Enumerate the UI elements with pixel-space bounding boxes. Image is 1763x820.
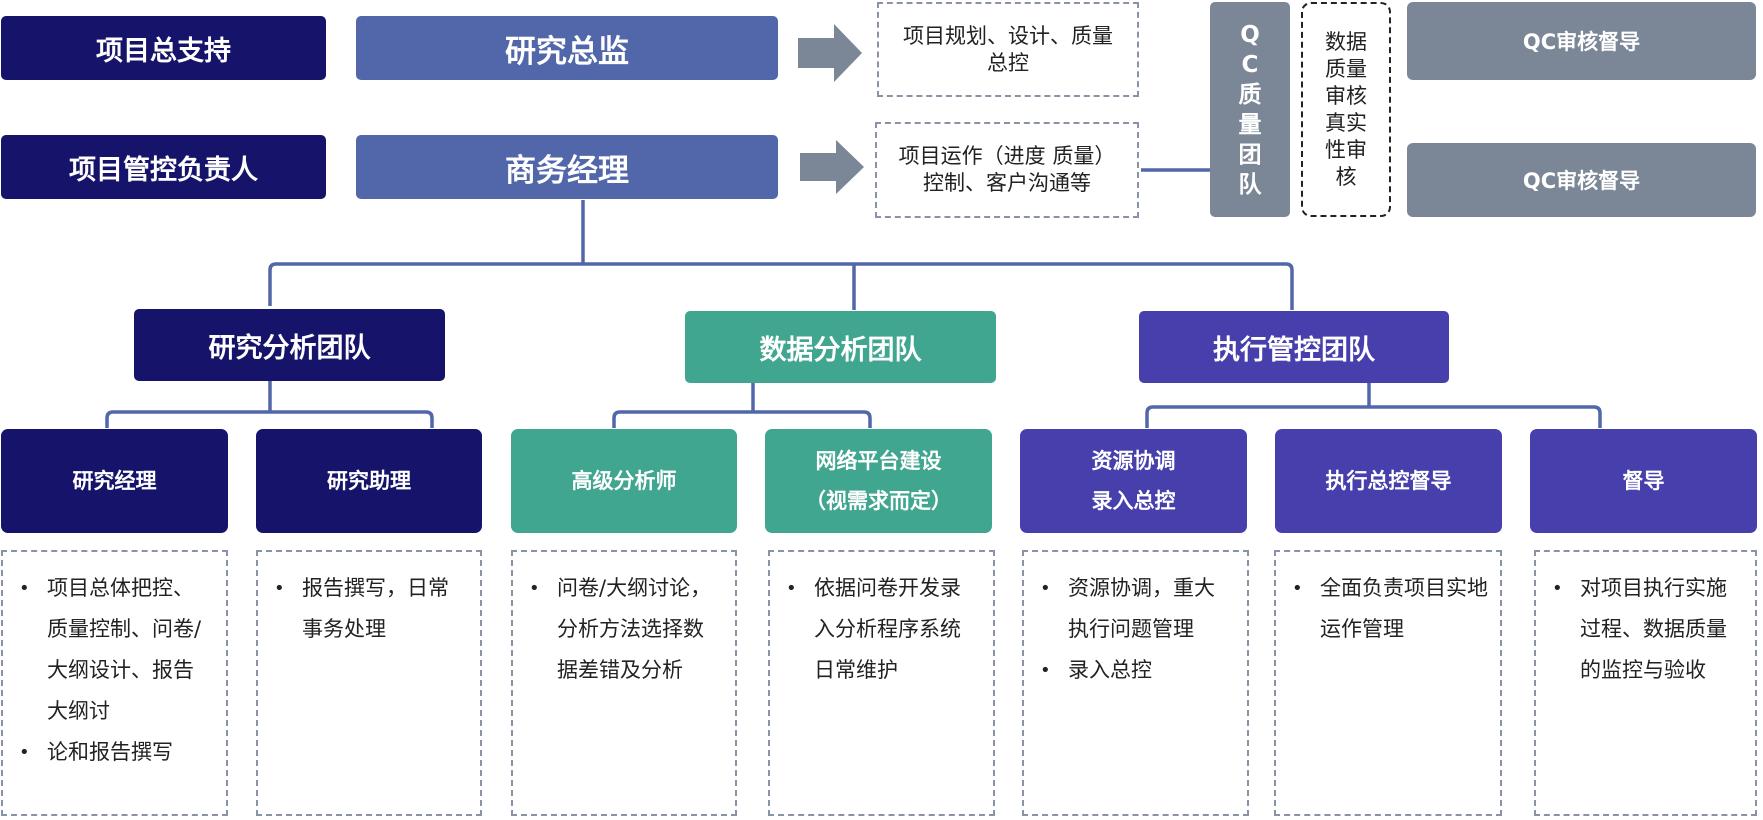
business-note: 项目运作（进度 质量） 控制、客户沟通等: [875, 122, 1139, 218]
qc-audit-line: 审核: [1325, 83, 1367, 108]
qc-audit-box: 数据 质量 审核 真实 性审 核: [1301, 2, 1391, 217]
qc-audit-line: 数据: [1325, 29, 1367, 54]
list-item: 对项目执行实施过程、数据质量的监控与验收: [1550, 568, 1743, 691]
list-item: 资源协调，重大执行问题管理: [1038, 568, 1235, 650]
qc-audit-line: 真实: [1325, 110, 1367, 135]
qc-supervisor-box-2: QC审核督导: [1407, 143, 1756, 217]
list-item: 报告撰写，日常事务处理: [272, 568, 468, 650]
role-supervisor: 督导: [1530, 429, 1757, 533]
project-support-box: 项目总支持: [1, 16, 326, 80]
qc-audit-line: 质量: [1325, 56, 1367, 81]
list-item: 论和报告撰写: [17, 732, 214, 773]
role-research-assistant: 研究助理: [256, 429, 482, 533]
qc-team-char: 质: [1238, 81, 1262, 108]
list-item: 全面负责项目实地运作管理: [1290, 568, 1488, 650]
desc-resource-coordinator: 资源协调，重大执行问题管理 录入总控: [1022, 550, 1249, 816]
team-research: 研究分析团队: [134, 309, 445, 381]
desc-platform-builder: 依据问卷开发录入分析程序系统日常维护: [768, 550, 995, 816]
qc-team-char: C: [1241, 51, 1259, 78]
role-resource-coordinator: 资源协调 录入总控: [1020, 429, 1247, 533]
research-director-box: 研究总监: [356, 16, 778, 80]
team-data: 数据分析团队: [685, 311, 996, 383]
qc-team-char: 队: [1238, 171, 1262, 198]
qc-audit-line: 核: [1335, 164, 1357, 189]
arrow-group: [798, 24, 864, 194]
desc-research-manager: 项目总体把控、质量控制、问卷/大纲设计、报告大纲讨 论和报告撰写: [1, 550, 228, 816]
list-item: 录入总控: [1038, 650, 1235, 691]
team-execution: 执行管控团队: [1139, 311, 1449, 383]
qc-team-char: 量: [1238, 111, 1262, 138]
role-research-manager: 研究经理: [1, 429, 228, 533]
role-platform-builder: 网络平台建设 （视需求而定）: [765, 429, 992, 533]
role-senior-analyst: 高级分析师: [511, 429, 737, 533]
list-item: 项目总体把控、质量控制、问卷/大纲设计、报告大纲讨: [17, 568, 214, 732]
qc-audit-line: 性审: [1325, 137, 1367, 162]
desc-senior-analyst: 问卷/大纲讨论，分析方法选择数据差错及分析: [511, 550, 737, 816]
project-manager-box: 项目管控负责人: [1, 135, 326, 199]
director-note: 项目规划、设计、质量总控: [877, 2, 1139, 97]
qc-team-char: 团: [1238, 141, 1262, 168]
role-execution-supervisor: 执行总控督导: [1275, 429, 1502, 533]
desc-supervisor: 对项目执行实施过程、数据质量的监控与验收: [1534, 550, 1757, 816]
list-item: 依据问卷开发录入分析程序系统日常维护: [784, 568, 981, 691]
qc-supervisor-box-1: QC审核督导: [1407, 2, 1756, 80]
arrow-right-icon: [798, 24, 862, 82]
qc-team-char: Q: [1240, 21, 1260, 48]
desc-execution-supervisor: 全面负责项目实地运作管理: [1274, 550, 1502, 816]
qc-team-box: Q C 质 量 团 队: [1210, 2, 1290, 217]
list-item: 问卷/大纲讨论，分析方法选择数据差错及分析: [527, 568, 723, 691]
arrow-right-icon: [800, 140, 864, 194]
business-manager-box: 商务经理: [356, 135, 778, 199]
desc-research-assistant: 报告撰写，日常事务处理: [256, 550, 482, 816]
